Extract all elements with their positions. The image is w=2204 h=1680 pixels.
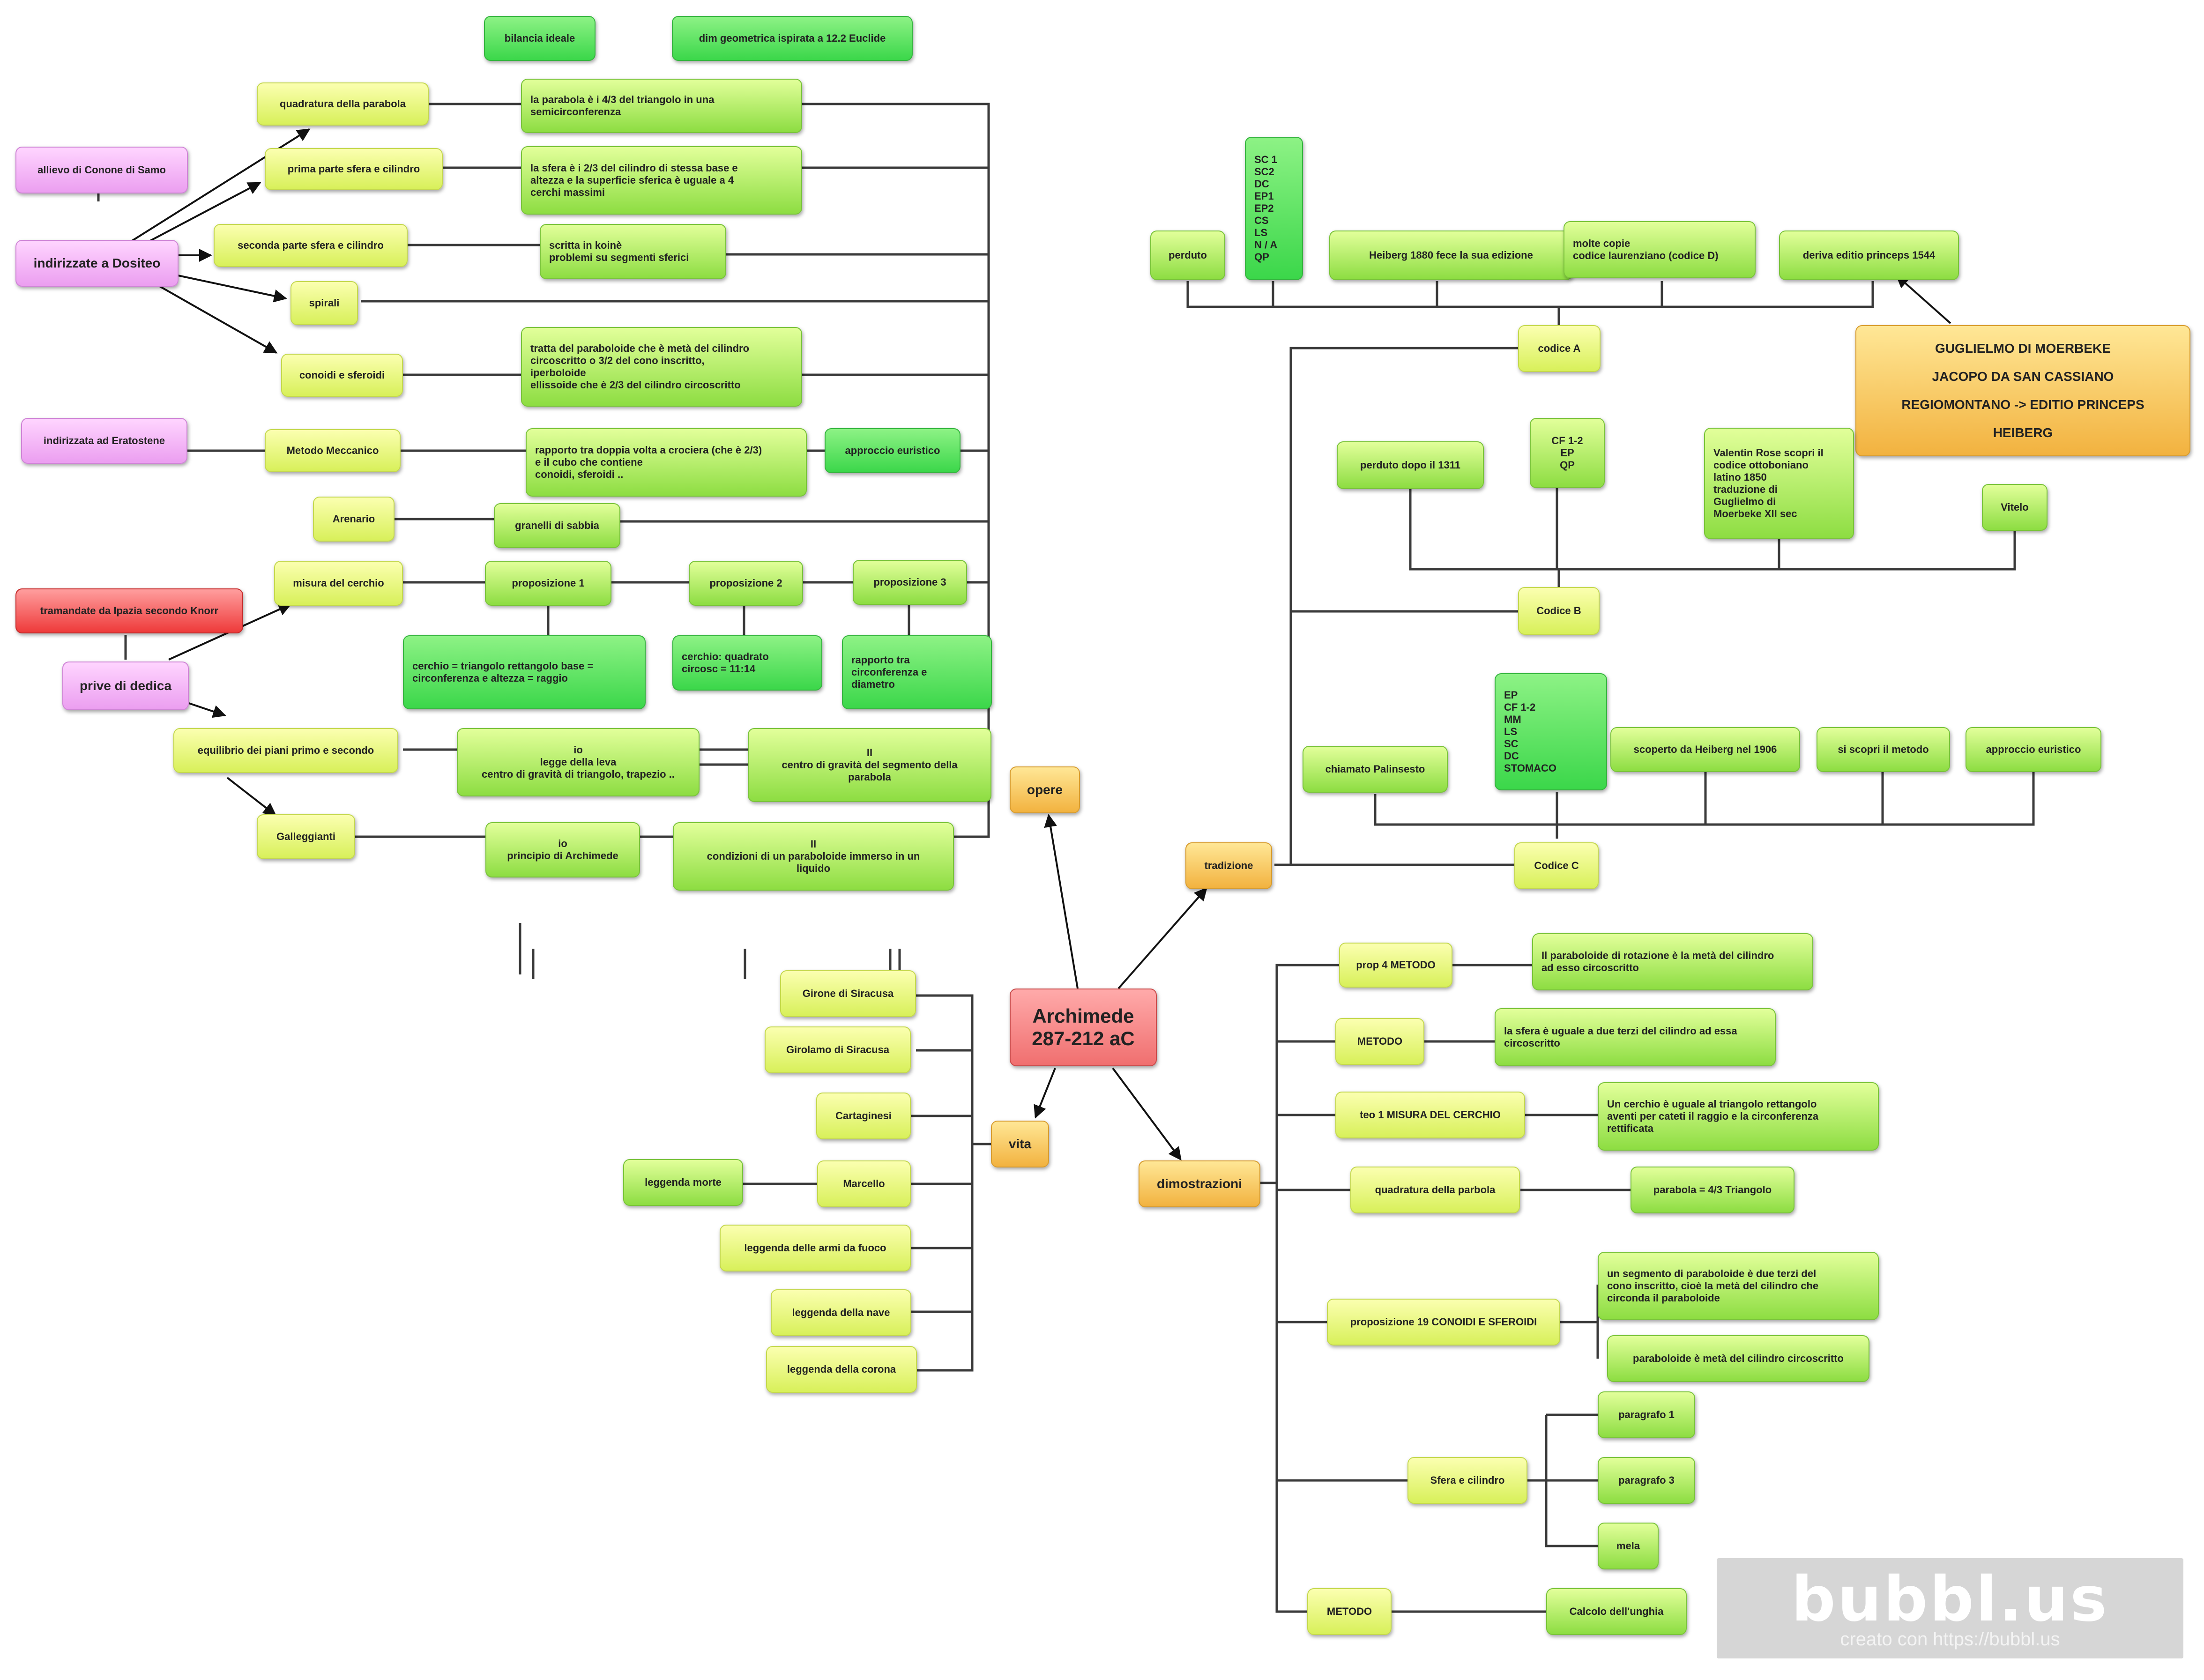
- node-paraboloide-testo[interactable]: tratta del paraboloide che è metà del ci…: [521, 327, 802, 407]
- node-valentin-rose[interactable]: Valentin Rose scopri il codice ottobonia…: [1704, 428, 1854, 539]
- node-paraboloide-meta[interactable]: paraboloide è metà del cilindro circoscr…: [1607, 1335, 1869, 1382]
- node-approccio-euristico-2[interactable]: approccio euristico: [1966, 727, 2101, 772]
- node-proposizione-1[interactable]: proposizione 1: [485, 561, 611, 606]
- node-quadratura-parabola[interactable]: quadratura della parabola: [257, 82, 429, 126]
- node-paragrafo-3[interactable]: paragrafo 3: [1598, 1457, 1695, 1504]
- node-molte-copie[interactable]: molte copie codice laurenziano (codice D…: [1564, 221, 1756, 278]
- node-calcolo-unghia[interactable]: Calcolo dell'unghia: [1546, 1588, 1687, 1635]
- node-cartaginesi[interactable]: Cartaginesi: [816, 1093, 911, 1139]
- node-arenario[interactable]: Arenario: [313, 497, 395, 542]
- node-perduto[interactable]: perduto: [1150, 230, 1225, 280]
- node-girolamo-siracusa[interactable]: Girolamo di Siracusa: [765, 1026, 911, 1073]
- node-leggenda-nave[interactable]: leggenda della nave: [771, 1289, 911, 1336]
- node-principio-archimede[interactable]: io principio di Archimede: [485, 822, 640, 877]
- node-dim-geometrica[interactable]: dim geometrica ispirata a 12.2 Euclide: [672, 16, 913, 61]
- node-guglielmo-moerbeke[interactable]: GUGLIELMO DI MOERBEKE JACOPO DA SAN CASS…: [1855, 325, 2190, 456]
- node-allievo-conone[interactable]: allievo di Conone di Samo: [15, 147, 188, 193]
- node-indirizzata-eratostene[interactable]: indirizzata ad Eratostene: [21, 418, 187, 464]
- node-heiberg-1880[interactable]: Heiberg 1880 fece la sua edizione: [1329, 230, 1573, 280]
- node-legge-leva[interactable]: io legge della leva centro di gravità di…: [457, 728, 700, 796]
- node-deriva-editio[interactable]: deriva editio princeps 1544: [1779, 230, 1959, 280]
- node-marcello[interactable]: Marcello: [817, 1160, 911, 1207]
- node-perduto-1311[interactable]: perduto dopo il 1311: [1337, 441, 1484, 489]
- node-quadratura-parbola[interactable]: quadratura della parbola: [1350, 1167, 1520, 1213]
- node-approccio-euristico-1[interactable]: approccio euristico: [825, 428, 961, 473]
- node-girone-siracusa[interactable]: Girone di Siracusa: [780, 970, 916, 1017]
- node-metodo-2[interactable]: METODO: [1307, 1588, 1392, 1635]
- node-ep-lista[interactable]: EP CF 1-2 MM LS SC DC STOMACO: [1495, 673, 1607, 790]
- node-prop4-metodo[interactable]: prop 4 METODO: [1339, 943, 1452, 988]
- node-tramandate-ipazia[interactable]: tramandate da Ipazia secondo Knorr: [15, 588, 243, 633]
- arrows: [130, 128, 1951, 1161]
- node-cerchio-quadrato[interactable]: cerchio: quadrato circosc = 11:14: [672, 635, 822, 691]
- node-misura-cerchio[interactable]: misura del cerchio: [274, 561, 403, 606]
- node-rapporto-doppia-volta[interactable]: rapporto tra doppia volta a crociera (ch…: [526, 428, 807, 497]
- node-spirali[interactable]: spirali: [290, 281, 358, 325]
- node-koine[interactable]: scritta in koinè problemi su segmenti sf…: [540, 224, 726, 279]
- node-metodo-meccanico[interactable]: Metodo Meccanico: [265, 429, 401, 472]
- node-indirizzate-dositeo[interactable]: indirizzate a Dositeo: [15, 240, 179, 287]
- node-paraboloide-rotazione[interactable]: Il paraboloide di rotazione è la metà de…: [1532, 933, 1813, 990]
- node-centro-gravita-parabola[interactable]: II centro di gravità del segmento della …: [748, 728, 991, 802]
- node-codice-a[interactable]: codice A: [1518, 325, 1601, 372]
- node-conoidi-sferoidi[interactable]: conoidi e sferoidi: [281, 354, 403, 397]
- node-metodo-1[interactable]: METODO: [1335, 1018, 1424, 1065]
- tree-connectors: [97, 103, 2035, 1613]
- node-leggenda-corona[interactable]: leggenda della corona: [766, 1346, 917, 1393]
- node-cerchio-triangolo[interactable]: cerchio = triangolo rettangolo base = ci…: [403, 635, 646, 709]
- node-scoperto-heiberg[interactable]: scoperto da Heiberg nel 1906: [1610, 727, 1800, 772]
- bubblus-watermark: bubbl.us creato con https://bubbl.us: [1717, 1558, 2183, 1658]
- node-parabola-quattro-terzi[interactable]: la parabola è i 4/3 del triangolo in una…: [521, 79, 802, 133]
- node-cf-ep-qp[interactable]: CF 1-2 EP QP: [1530, 418, 1605, 488]
- node-dimostrazioni[interactable]: dimostrazioni: [1139, 1160, 1260, 1207]
- node-codice-b[interactable]: Codice B: [1518, 587, 1600, 635]
- node-proposizione-3[interactable]: proposizione 3: [853, 560, 967, 605]
- node-sfera-due-terzi[interactable]: la sfera è i 2/3 del cilindro di stessa …: [521, 146, 802, 215]
- node-cerchio-uguale[interactable]: Un cerchio è uguale al triangolo rettang…: [1598, 1082, 1879, 1151]
- node-galleggianti[interactable]: Galleggianti: [257, 814, 355, 859]
- node-rapporto-circonferenza[interactable]: rapporto tra circonferenza e diametro: [842, 635, 992, 709]
- node-sfera-uguale[interactable]: la sfera è uguale a due terzi del cilind…: [1495, 1008, 1776, 1066]
- node-sfera-cilindro[interactable]: Sfera e cilindro: [1407, 1457, 1527, 1504]
- node-root-archimede[interactable]: Archimede 287-212 aC: [1010, 989, 1157, 1066]
- node-seconda-sfera-cilindro[interactable]: seconda parte sfera e cilindro: [214, 224, 408, 267]
- node-chiamato-palinsesto[interactable]: chiamato Palinsesto: [1303, 746, 1448, 793]
- node-bilancia-ideale[interactable]: bilancia ideale: [484, 16, 596, 61]
- bubblus-logo: bubbl.us: [1791, 1563, 2109, 1635]
- node-opere[interactable]: opere: [1010, 766, 1080, 813]
- node-granelli-sabbia[interactable]: granelli di sabbia: [494, 503, 620, 548]
- node-vita[interactable]: vita: [991, 1121, 1049, 1167]
- node-leggenda-armi[interactable]: leggenda delle armi da fuoco: [720, 1225, 911, 1271]
- node-leggenda-morte[interactable]: leggenda morte: [623, 1159, 743, 1206]
- node-proposizione-2[interactable]: proposizione 2: [689, 561, 803, 606]
- node-equilibrio-piani[interactable]: equilibrio dei piani primo e secondo: [173, 728, 398, 773]
- node-parabola-triangolo[interactable]: parabola = 4/3 Triangolo: [1631, 1167, 1794, 1213]
- node-prive-dedica[interactable]: prive di dedica: [62, 662, 189, 710]
- node-vitelo[interactable]: Vitelo: [1982, 484, 2048, 531]
- node-prima-sfera-cilindro[interactable]: prima parte sfera e cilindro: [265, 148, 443, 190]
- watermark-subtitle: creato con https://bubbl.us: [1840, 1629, 2060, 1650]
- node-proposizione-19[interactable]: proposizione 19 CONOIDI E SFEROIDI: [1327, 1299, 1560, 1345]
- node-mela[interactable]: mela: [1598, 1523, 1659, 1569]
- node-si-scopri-metodo[interactable]: si scopri il metodo: [1817, 727, 1950, 772]
- node-codici-lista[interactable]: SC 1 SC2 DC EP1 EP2 CS LS N / A QP: [1245, 137, 1303, 280]
- node-teo1-misura-cerchio[interactable]: teo 1 MISURA DEL CERCHIO: [1335, 1092, 1525, 1138]
- node-paragrafo-1[interactable]: paragrafo 1: [1598, 1391, 1695, 1438]
- node-condizioni-paraboloide[interactable]: II condizioni di un paraboloide immerso …: [673, 822, 954, 891]
- node-tradizione[interactable]: tradizione: [1185, 842, 1272, 889]
- node-segmento-paraboloide[interactable]: un segmento di paraboloide è due terzi d…: [1598, 1252, 1879, 1320]
- node-codice-c[interactable]: Codice C: [1514, 842, 1599, 889]
